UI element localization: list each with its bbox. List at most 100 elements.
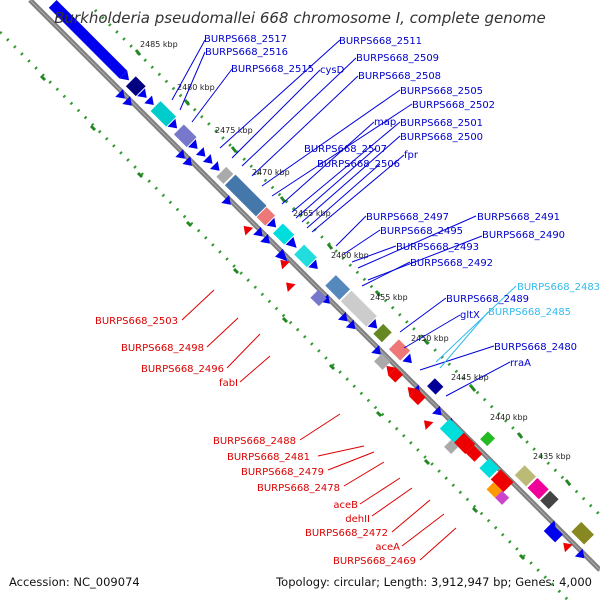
cds-feature (175, 149, 185, 159)
cds-feature (275, 248, 288, 262)
cds-feature (188, 139, 198, 149)
cds-feature (373, 323, 392, 343)
cds-feature (325, 275, 351, 300)
cds-feature (202, 154, 213, 164)
cds-feature (427, 378, 444, 395)
cds-feature (465, 445, 483, 462)
cds-feature (423, 420, 434, 430)
tick-label: 2455 kbp (370, 293, 408, 302)
cds-feature (514, 465, 536, 487)
gene-label: aceB (333, 500, 358, 511)
cds-feature (340, 290, 377, 327)
cds-feature (337, 311, 348, 322)
tick-label: 2480 kbp (177, 83, 215, 92)
cds-feature (294, 244, 317, 268)
cds-feature (119, 70, 130, 81)
gene-label: BURPS668_2516 (205, 47, 288, 58)
cds-feature (243, 225, 254, 236)
cds-feature (280, 259, 290, 270)
cds-feature (122, 96, 132, 106)
cds-feature (167, 118, 178, 129)
cds-feature (490, 469, 514, 493)
gene-label: gltX (460, 310, 480, 321)
tick-label: 2440 kbp (490, 413, 528, 422)
cds-feature (144, 95, 154, 106)
gene-label: BURPS668_2508 (358, 71, 441, 82)
cds-feature (407, 387, 418, 397)
gene-label: aceA (375, 542, 400, 553)
accession-text: Accession: NC_009074 (9, 575, 140, 589)
cds-feature (195, 147, 206, 157)
gene-label: cysD (320, 65, 345, 76)
reverse-leader-lines (181, 289, 457, 561)
gene-label: BURPS668_2511 (339, 36, 422, 47)
cds-feature (266, 217, 277, 228)
cds-feature (527, 478, 549, 500)
tick-label: 2445 kbp (451, 373, 489, 382)
forward-leader-lines (171, 39, 511, 397)
cds-feature (386, 365, 396, 376)
cds-feature (308, 259, 318, 270)
ruler-dots-lower (0, 30, 570, 600)
cds-feature (310, 289, 327, 307)
gene-label: rraA (510, 358, 531, 369)
cds-feature (432, 405, 442, 416)
gene-label: BURPS668_2506 (317, 159, 400, 170)
gene-label: BURPS668_2495 (380, 226, 463, 237)
cds-feature (388, 339, 411, 361)
cds-feature (48, 0, 128, 79)
gene-label: BURPS668_2496 (141, 364, 224, 375)
gene-label: map (374, 117, 396, 128)
gene-label: BURPS668_2493 (396, 242, 479, 253)
gene-label: BURPS668_2507 (304, 144, 387, 155)
cds-feature (574, 548, 585, 559)
gene-label: BURPS668_2498 (121, 343, 204, 354)
gene-label: dehII (345, 514, 370, 525)
cds-feature (253, 226, 263, 237)
cds-feature (210, 161, 220, 171)
gene-label: BURPS668_2472 (305, 528, 388, 539)
gene-label: BURPS668_2515 (231, 64, 314, 75)
cds-feature (345, 319, 356, 330)
gene-label: BURPS668_2480 (494, 342, 577, 353)
reverse-strand-features (243, 225, 573, 553)
cds-feature (224, 174, 267, 217)
tick-marks (39, 49, 572, 561)
tick-label: 2470 kbp (252, 168, 290, 177)
cds-feature (286, 282, 296, 293)
tick-label: 2475 kbp (215, 126, 253, 135)
reverse-gene-labels: BURPS668_2503 BURPS668_2498 BURPS668_249… (95, 316, 416, 567)
cds-feature (216, 166, 234, 184)
cds-feature (272, 223, 295, 245)
cds-feature (563, 542, 573, 553)
cyan-gene-labels: BURPS668_2483 BURPS668_2485 (488, 282, 600, 318)
gene-label: BURPS668_2483 (517, 282, 600, 293)
cds-feature (374, 353, 391, 370)
cds-feature (367, 318, 378, 329)
cds-feature (540, 490, 559, 510)
gene-label: BURPS668_2497 (366, 212, 449, 223)
cds-feature (388, 367, 404, 383)
cds-feature (115, 89, 125, 99)
gene-label: BURPS668_2500 (400, 132, 483, 143)
cds-feature (221, 195, 231, 205)
tick-labels: 2485 kbp 2480 kbp 2475 kbp 2470 kbp 2465… (140, 40, 571, 461)
genome-summary-text: Topology: circular; Length: 3,912,947 bp… (276, 575, 592, 589)
gene-label: BURPS668_2492 (410, 258, 493, 269)
gene-label: BURPS668_2509 (356, 53, 439, 64)
tick-label: 2435 kbp (533, 452, 571, 461)
gene-label: BURPS668_2485 (488, 307, 571, 318)
cds-feature (480, 431, 495, 447)
cds-feature (543, 523, 563, 543)
cds-feature (285, 236, 297, 248)
gene-label: BURPS668_2469 (333, 556, 416, 567)
cds-feature (150, 101, 177, 127)
cds-feature (439, 418, 464, 443)
gene-label: fpr (404, 150, 419, 161)
gene-label: BURPS668_2491 (477, 212, 560, 223)
gene-label: BURPS668_2481 (227, 452, 310, 463)
tick-label: 2450 kbp (411, 334, 449, 343)
cds-feature (173, 124, 197, 148)
gene-label: BURPS668_2478 (257, 483, 340, 494)
gene-label: BURPS668_2490 (482, 230, 565, 241)
